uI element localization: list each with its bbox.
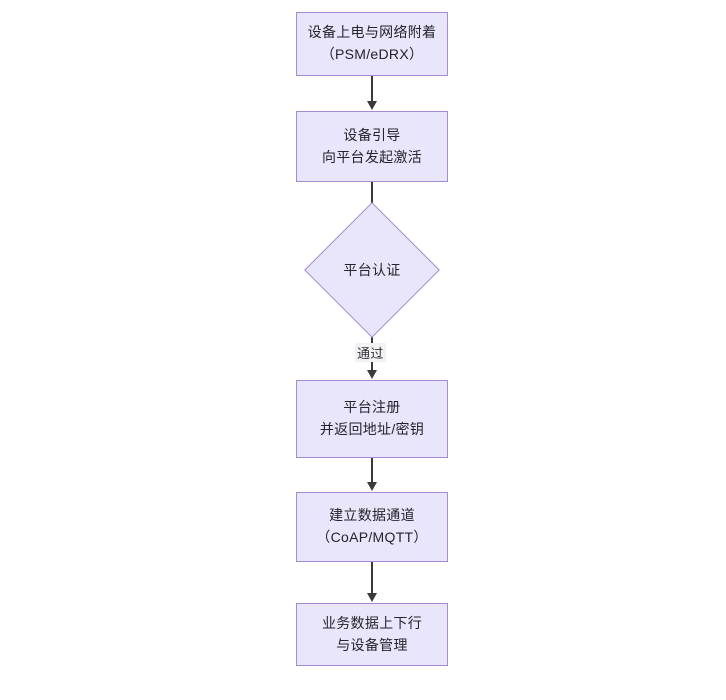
edge-n5-n6: [371, 562, 373, 594]
node-device-power-on-line1: 设备上电与网络附着: [307, 24, 437, 41]
edge-n1-n2-arrowhead: [367, 101, 377, 110]
node-platform-auth-label: 平台认证: [343, 262, 401, 278]
edge-n3-n4-arrowhead: [367, 370, 377, 379]
node-data-channel[interactable]: 建立数据通道 （CoAP/MQTT）: [296, 492, 448, 562]
node-device-bootstrap-line1: 设备引导: [343, 126, 401, 143]
node-data-channel-line2: （CoAP/MQTT）: [316, 529, 428, 545]
node-device-bootstrap[interactable]: 设备引导 向平台发起激活: [296, 111, 448, 182]
node-platform-register-line1: 平台注册: [343, 399, 401, 416]
node-device-bootstrap-line2: 向平台发起激活: [321, 148, 423, 165]
node-platform-auth[interactable]: 平台认证: [304, 202, 440, 338]
node-data-channel-line1: 建立数据通道: [329, 507, 415, 524]
node-platform-register[interactable]: 平台注册 并返回地址/密钥: [296, 380, 448, 458]
node-platform-register-line2: 并返回地址/密钥: [319, 421, 425, 437]
edge-label-pass: 通过: [355, 343, 386, 362]
edge-n4-n5: [371, 458, 373, 483]
node-business-data[interactable]: 业务数据上下行 与设备管理: [296, 603, 448, 666]
edge-n4-n5-arrowhead: [367, 482, 377, 491]
edge-n2-n3: [371, 182, 373, 213]
node-business-data-line1: 业务数据上下行: [321, 614, 423, 631]
node-device-power-on[interactable]: 设备上电与网络附着 （PSM/eDRX）: [296, 12, 448, 76]
node-business-data-line2: 与设备管理: [336, 636, 408, 653]
edge-n5-n6-arrowhead: [367, 593, 377, 602]
node-device-power-on-line2: （PSM/eDRX）: [320, 46, 424, 62]
edge-n1-n2: [371, 76, 373, 102]
